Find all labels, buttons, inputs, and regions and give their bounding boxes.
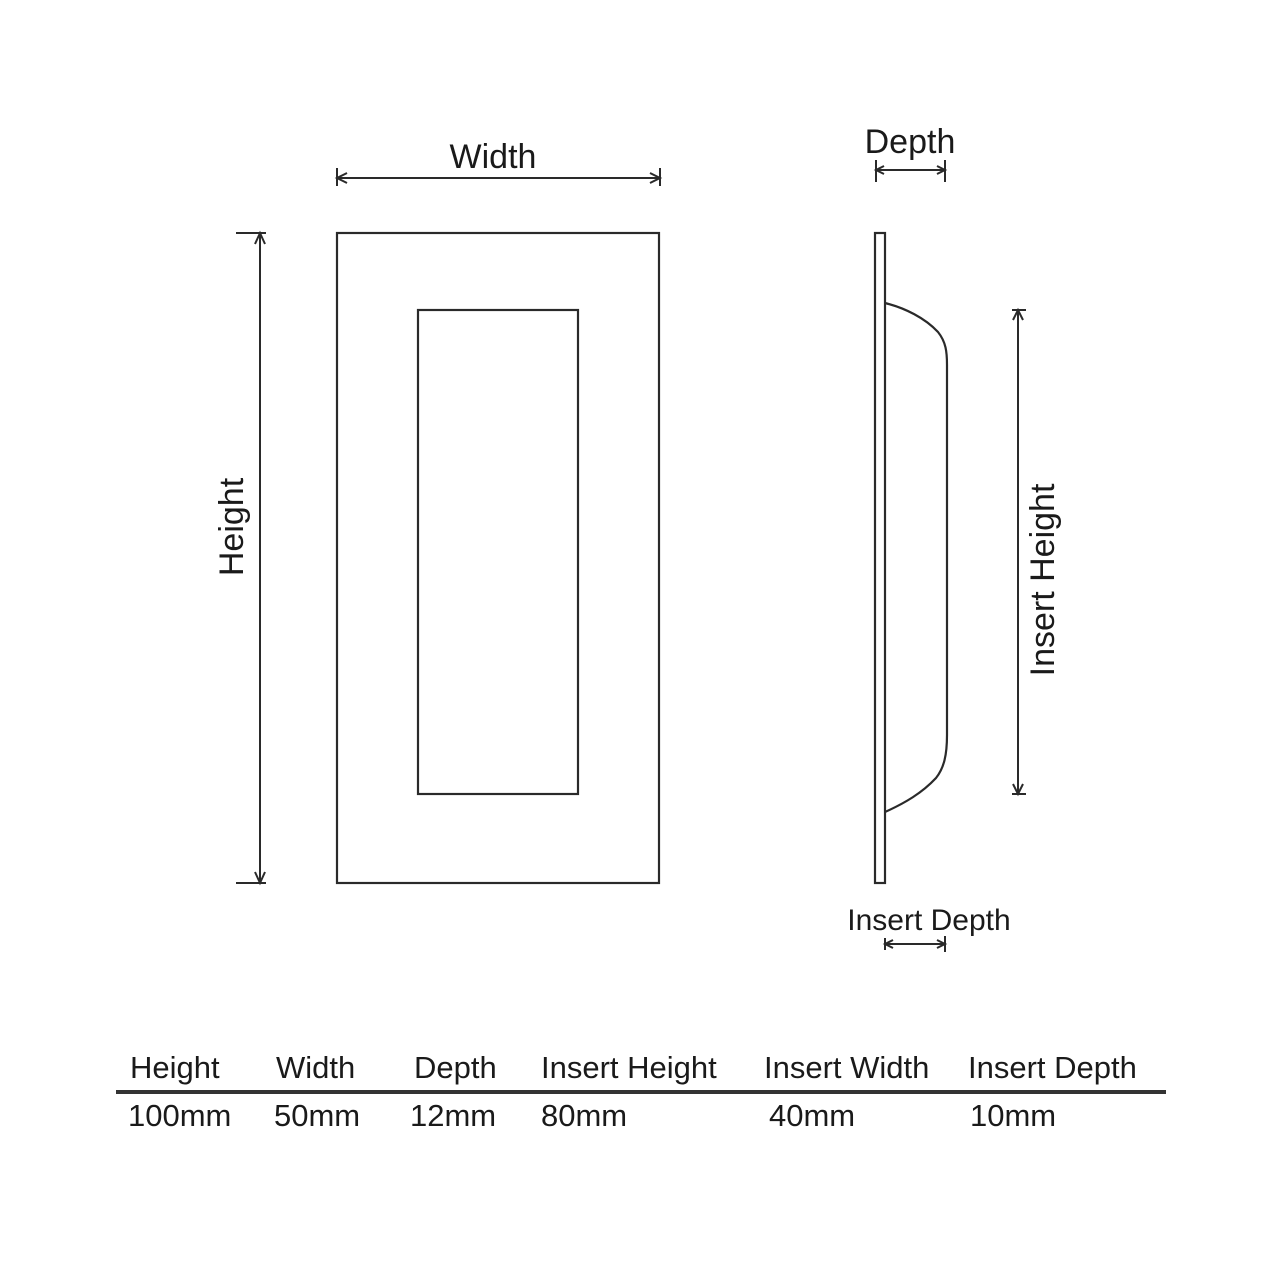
outer-plate	[335, 231, 661, 885]
spec-table: Height Width Depth Insert Height Insert …	[116, 1046, 1166, 1140]
height-dimension: Height	[213, 230, 266, 886]
insert-height-dimension: Insert Height	[1012, 307, 1062, 797]
value-width: 50mm	[274, 1098, 361, 1133]
value-insert-height: 80mm	[541, 1098, 628, 1133]
value-insert-width: 40mm	[769, 1098, 856, 1133]
insert-recess	[416, 308, 580, 796]
side-view	[873, 231, 949, 885]
value-height: 100mm	[128, 1098, 232, 1133]
insert-depth-dimension: Insert Depth	[847, 904, 1011, 952]
height-label: Height	[213, 477, 251, 576]
header-insert-height: Insert Height	[541, 1050, 717, 1085]
insert-depth-label: Insert Depth	[847, 904, 1010, 937]
side-plate	[873, 231, 887, 885]
value-depth: 12mm	[410, 1098, 497, 1133]
width-dimension: Width	[334, 138, 663, 186]
value-insert-depth: 10mm	[970, 1098, 1057, 1133]
depth-label: Depth	[865, 123, 956, 161]
header-insert-width: Insert Width	[764, 1050, 930, 1085]
insert-height-label: Insert Height	[1024, 483, 1062, 676]
header-insert-depth: Insert Depth	[968, 1050, 1137, 1085]
spec-header-row: Height Width Depth Insert Height Insert …	[116, 1046, 1166, 1094]
depth-dimension: Depth	[865, 123, 956, 182]
header-height: Height	[130, 1050, 220, 1085]
front-view	[335, 231, 661, 885]
header-width: Width	[276, 1050, 356, 1085]
header-depth: Depth	[414, 1050, 497, 1085]
side-insert-profile	[884, 301, 949, 814]
spec-values-row: 100mm 50mm 12mm 80mm 40mm 10mm	[116, 1094, 1166, 1140]
width-label: Width	[450, 138, 537, 176]
